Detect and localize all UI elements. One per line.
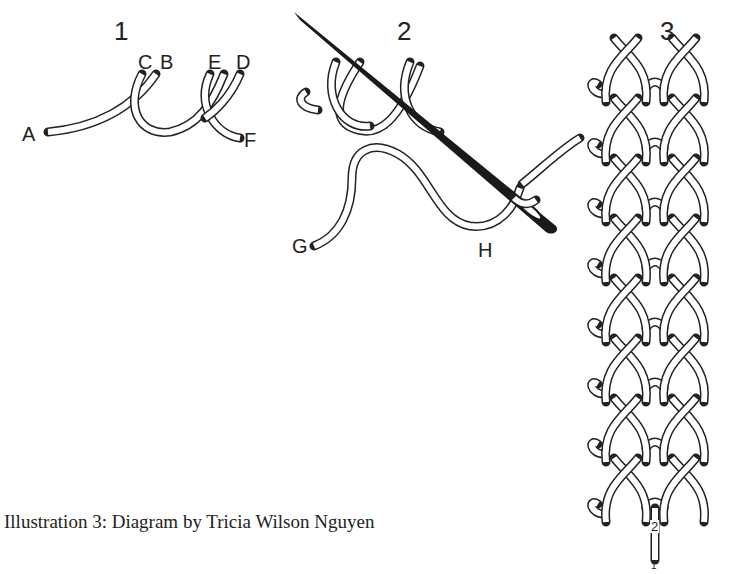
strand-letter: C: [138, 52, 152, 72]
strand-letter: B: [160, 52, 173, 72]
yarn-strand: [606, 398, 638, 462]
yarn-strand: [606, 218, 638, 282]
yarn-strand: [606, 158, 638, 222]
yarn-strand: [664, 338, 696, 402]
yarn-outline: [664, 158, 696, 222]
yarn-strand: [664, 158, 696, 222]
yarn-strand: [514, 198, 536, 204]
yarn-outline: [606, 218, 638, 282]
yarn-strand: [314, 148, 520, 246]
yarn-strand: [664, 398, 696, 462]
yarn-outline: [314, 148, 520, 246]
strand-letter: F: [244, 130, 256, 150]
strand-letter: H: [478, 240, 492, 260]
figure-one: [48, 74, 240, 138]
yarn-outline: [205, 74, 240, 138]
strand-letter: A: [22, 124, 35, 144]
yarn-outline: [606, 38, 638, 102]
yarn-strand: [606, 98, 638, 162]
yarn-outline: [664, 338, 696, 402]
yarn-strand: [522, 138, 580, 184]
yarn-outline: [606, 158, 638, 222]
panel-number: 2: [397, 18, 411, 44]
yarn-outline: [664, 38, 696, 102]
needle: [294, 12, 557, 234]
yarn-strand: [606, 278, 638, 342]
yarn-outline: [664, 458, 696, 522]
yarn-strand: [664, 458, 696, 522]
yarn-strand: [664, 218, 696, 282]
yarn-strand: [652, 508, 658, 560]
yarn-outline: [522, 138, 580, 184]
yarn-outline: [606, 278, 638, 342]
yarn-outline: [651, 508, 660, 560]
callout-number: 1: [651, 561, 657, 571]
yarn-outline: [606, 338, 638, 402]
strand-letter: E: [208, 52, 221, 72]
panel-number: 3: [660, 18, 674, 44]
yarn-strand: [664, 98, 696, 162]
figure-three: [592, 38, 705, 560]
yarn-outline: [664, 98, 696, 162]
yarn-strand: [606, 38, 638, 102]
yarn-outline: [664, 278, 696, 342]
yarn-outline: [514, 198, 536, 204]
yarn-strand: [205, 74, 240, 138]
yarn-strand: [606, 338, 638, 402]
yarn-outline: [664, 398, 696, 462]
yarn-outline: [606, 458, 638, 522]
figure-two: [294, 12, 580, 246]
yarn-outline: [301, 92, 318, 110]
yarn-outline: [606, 398, 638, 462]
yarn-outline: [664, 218, 696, 282]
yarn-outline: [205, 74, 240, 118]
yarn-strand: [301, 92, 318, 110]
yarn-strand: [664, 278, 696, 342]
yarn-strand: [606, 458, 638, 522]
panel-number: 1: [114, 18, 128, 44]
yarn-strand: [205, 74, 240, 118]
strand-letter: G: [292, 236, 308, 256]
strand-letter: D: [236, 52, 250, 72]
yarn-outline: [606, 98, 638, 162]
caption: Illustration 3: Diagram by Tricia Wilson…: [4, 512, 374, 531]
yarn-strand: [664, 38, 696, 102]
callout-number: 2: [650, 520, 659, 533]
